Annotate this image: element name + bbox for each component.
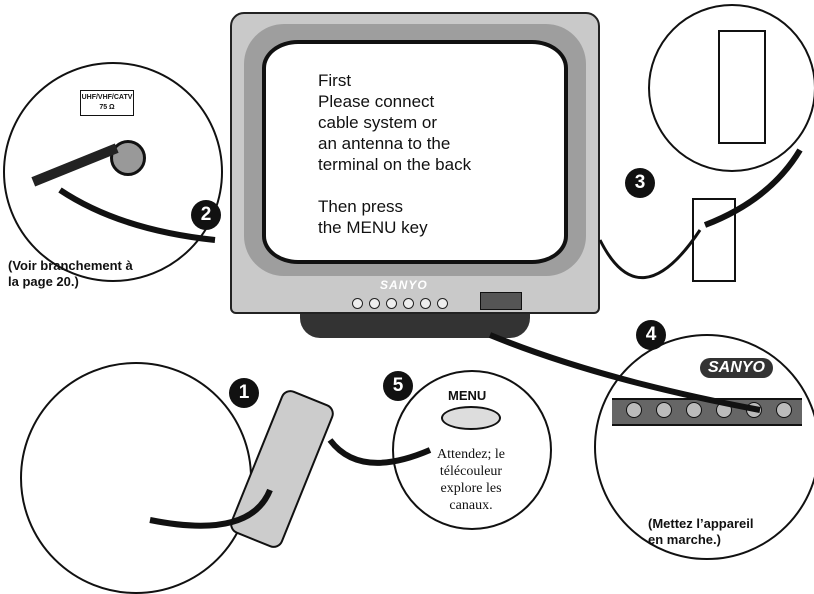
step-4-note: (Mettez l’appareil en marche.) [648,516,753,548]
step-2-note: (Voir branchement à la page 20.) [8,258,133,290]
step-4-badge: 4 [636,320,666,350]
power-arrow [490,335,760,410]
outlet-arrow [705,150,800,225]
remote-arrow [150,490,270,526]
step-2-badge: 2 [191,200,221,230]
power-cord [600,230,700,278]
menu-arrow [330,440,430,463]
step-3-badge: 3 [625,168,655,198]
step-1-badge: 1 [229,378,259,408]
step-5-badge: 5 [383,371,413,401]
